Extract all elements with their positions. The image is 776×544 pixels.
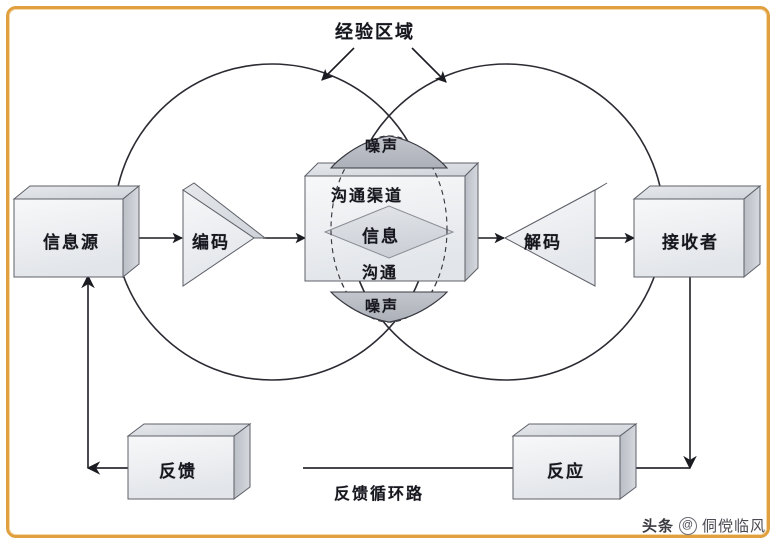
box-receiver bbox=[632, 184, 762, 279]
box-feedback bbox=[126, 423, 252, 500]
label-feedback: 反馈 bbox=[159, 462, 197, 481]
label-message: 信息 bbox=[362, 227, 400, 246]
label-decode: 解码 bbox=[524, 233, 562, 252]
box-response bbox=[511, 423, 638, 500]
watermark-account: 侗傥临风 bbox=[701, 518, 766, 535]
label-encode: 编码 bbox=[192, 233, 230, 252]
title-arrow-right bbox=[411, 47, 447, 83]
watermark: 头条 @ 侗傥临风 bbox=[642, 515, 766, 536]
label-feedback-loop: 反馈循环路 bbox=[334, 486, 425, 503]
watermark-at-icon: @ bbox=[678, 516, 697, 535]
label-source: 信息源 bbox=[43, 233, 100, 252]
shape-encode bbox=[182, 182, 267, 287]
title-arrow-left bbox=[321, 47, 355, 81]
label-channel: 沟通渠道 bbox=[331, 188, 404, 205]
diagram-title: 经验区域 bbox=[335, 22, 415, 42]
label-receiver: 接收者 bbox=[662, 233, 719, 252]
label-communication: 沟通 bbox=[362, 265, 399, 282]
watermark-platform: 头条 bbox=[641, 518, 674, 535]
label-noise-bottom: 噪声 bbox=[365, 299, 400, 315]
noise-cap-top bbox=[329, 135, 449, 169]
noise-cap-bottom bbox=[329, 291, 449, 323]
label-response: 反应 bbox=[547, 462, 585, 481]
box-channel bbox=[303, 161, 480, 283]
shape-decode bbox=[503, 182, 608, 287]
box-source bbox=[12, 184, 141, 279]
label-noise-top: 噪声 bbox=[365, 139, 400, 155]
diamond-message bbox=[323, 205, 455, 259]
